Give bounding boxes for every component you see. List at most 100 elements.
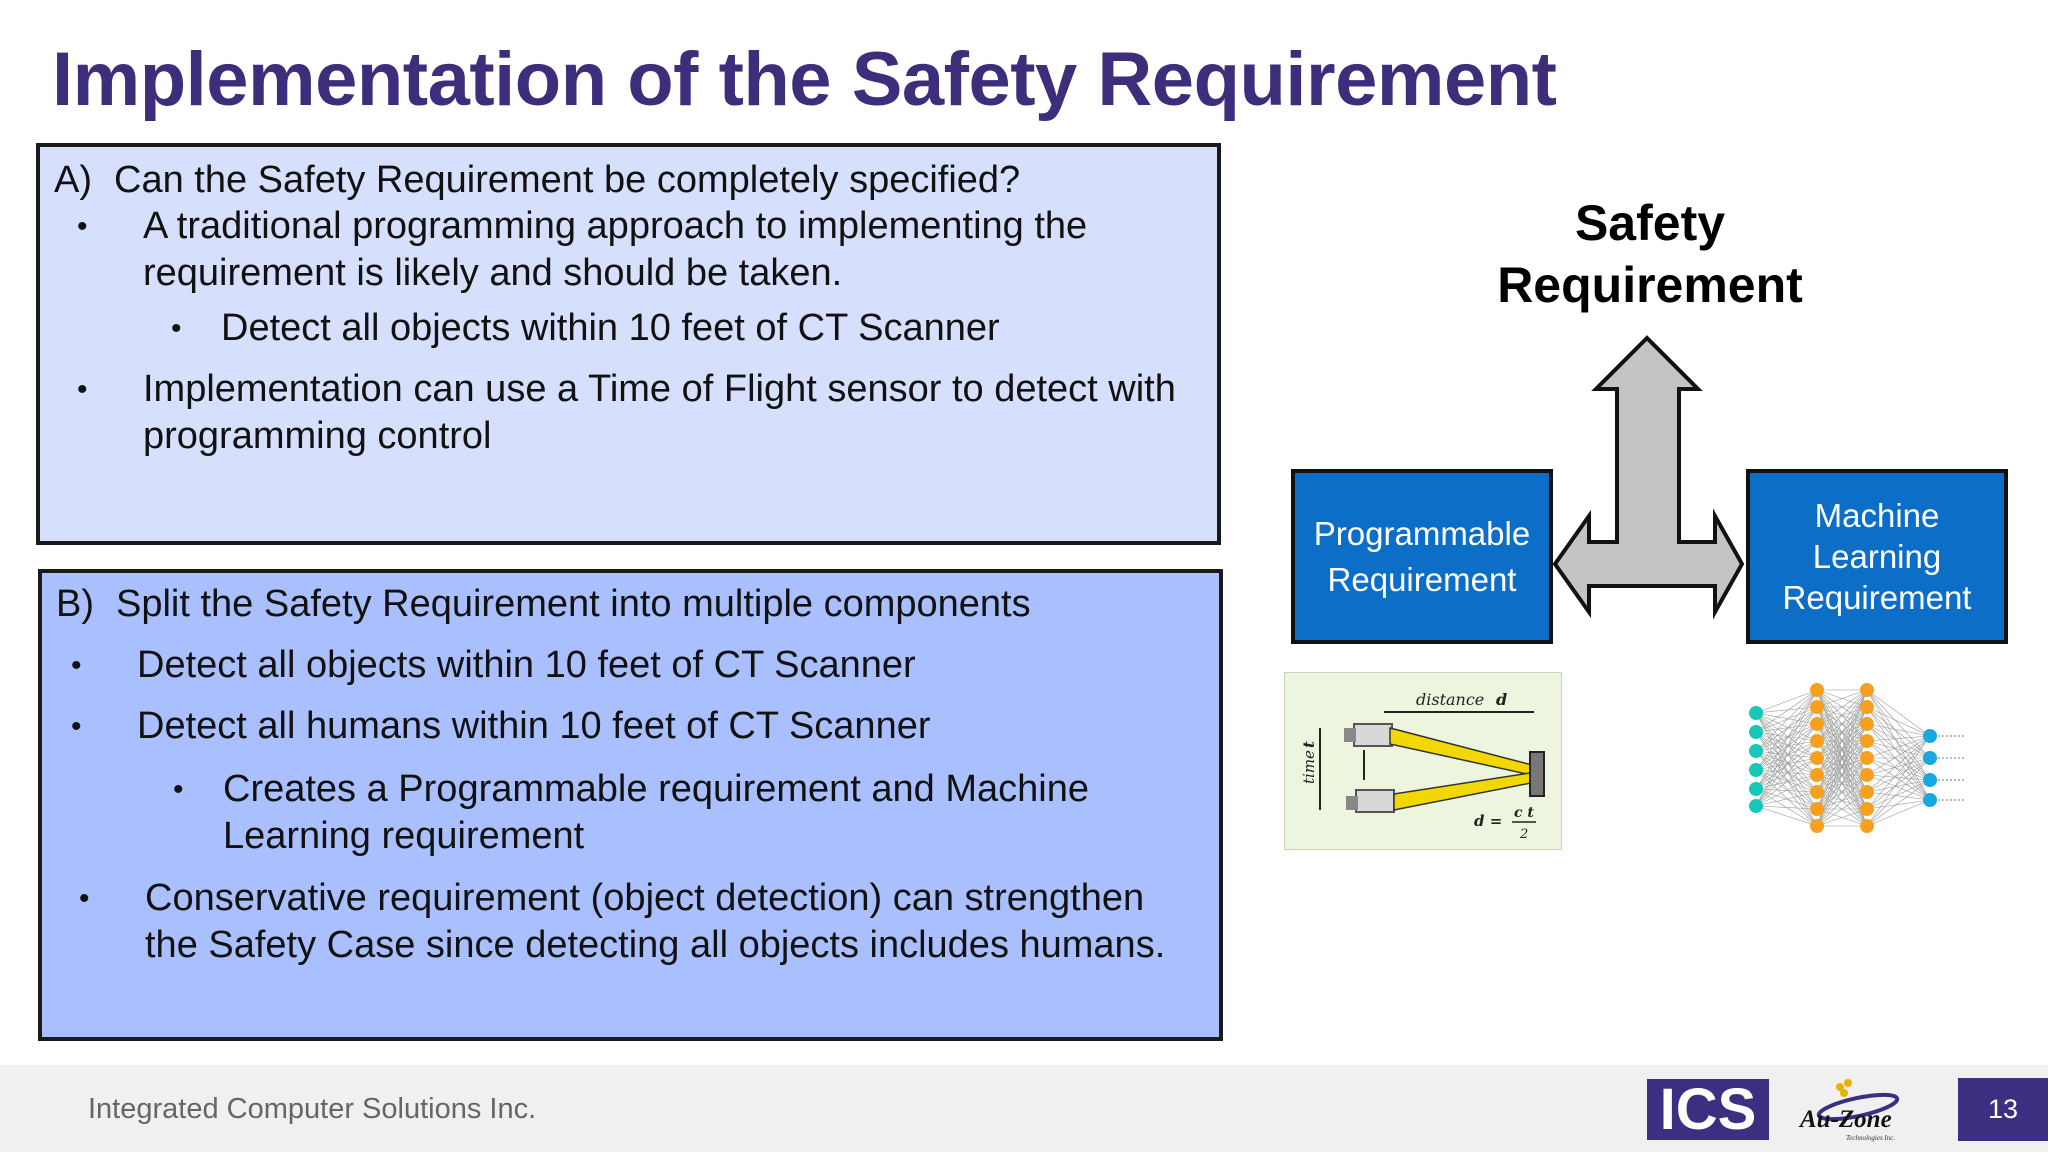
split-arrow-icon: [1552, 335, 1745, 620]
section-b-bullet-1: Detect all objects within 10 feet of CT …: [71, 642, 1197, 689]
nn-node: [1810, 683, 1824, 697]
nn-connection: [1866, 774, 1931, 781]
nn-connection: [1755, 712, 1818, 776]
ml-requirement-box: Machine Learning Requirement: [1746, 469, 2008, 644]
nn-connection: [1755, 712, 1818, 742]
nn-connection: [1866, 723, 1931, 759]
nn-node: [1923, 729, 1937, 743]
section-b-bullet-3: Conservative requirement (object detecti…: [79, 875, 1205, 969]
nn-connection: [1755, 712, 1818, 725]
nn-node: [1860, 734, 1874, 748]
nn-connection: [1866, 689, 1931, 781]
nn-connection: [1816, 689, 1868, 742]
nn-connection: [1866, 757, 1931, 801]
nn-connection: [1866, 791, 1931, 801]
nn-node: [1810, 717, 1824, 731]
nn-connection: [1755, 750, 1818, 827]
nn-connection: [1755, 757, 1818, 771]
nn-connection: [1755, 731, 1818, 742]
nn-connection: [1816, 757, 1868, 827]
nn-connection: [1866, 735, 1931, 759]
nn-connection: [1755, 689, 1818, 771]
nn-connection: [1755, 689, 1818, 807]
nn-connection: [1755, 750, 1818, 793]
nn-node: [1810, 802, 1824, 816]
nn-node: [1810, 734, 1824, 748]
nn-connection: [1866, 735, 1931, 810]
nn-node: [1749, 706, 1763, 720]
nn-connection: [1816, 740, 1868, 827]
nn-connection: [1866, 740, 1931, 801]
nn-connection: [1755, 769, 1818, 793]
nn-connection: [1866, 706, 1931, 737]
nn-connection: [1755, 706, 1818, 771]
auzone-logo-subtext: Technologies Inc.: [1846, 1134, 1895, 1142]
nn-node: [1749, 744, 1763, 758]
nn-connection: [1755, 740, 1818, 752]
nn-node: [1810, 819, 1824, 833]
nn-connection: [1866, 757, 1931, 827]
tof-time-label: time: [1300, 750, 1318, 784]
nn-connection: [1755, 774, 1818, 807]
nn-connection: [1816, 723, 1868, 827]
nn-connection: [1866, 799, 1931, 810]
nn-connection: [1816, 689, 1868, 725]
nn-node: [1860, 802, 1874, 816]
nn-connection: [1866, 735, 1931, 776]
nn-connection: [1816, 689, 1868, 810]
nn-connection: [1866, 735, 1931, 827]
nn-node: [1860, 819, 1874, 833]
nn-connection: [1755, 706, 1818, 733]
nn-connection: [1866, 735, 1931, 793]
section-a-subbullet-1: Detect all objects within 10 feet of CT …: [171, 305, 1201, 352]
nn-node: [1749, 725, 1763, 739]
nn-connection: [1755, 723, 1818, 733]
nn-connection: [1755, 750, 1818, 776]
nn-connection: [1755, 712, 1818, 759]
nn-connection: [1866, 757, 1931, 810]
nn-node: [1923, 793, 1937, 807]
programmable-requirement-box: Programmable Requirement: [1291, 469, 1553, 644]
nn-connection: [1755, 706, 1818, 714]
nn-connection: [1816, 791, 1868, 827]
nn-connection: [1816, 706, 1868, 827]
nn-node: [1860, 700, 1874, 714]
nn-connection: [1866, 706, 1931, 801]
nn-node: [1860, 751, 1874, 765]
section-a-box: A) Can the Safety Requirement be complete…: [36, 143, 1221, 545]
tof-formula-denominator: 2: [1519, 827, 1528, 842]
nn-connection: [1755, 769, 1818, 827]
nn-connection: [1755, 723, 1818, 807]
nn-connection: [1755, 689, 1818, 714]
nn-connection: [1816, 689, 1868, 708]
nn-connection: [1755, 731, 1818, 810]
tof-distance-label: distance: [1416, 690, 1484, 709]
nn-connection: [1755, 769, 1818, 776]
nn-connection: [1755, 731, 1818, 827]
nn-connection: [1866, 689, 1931, 759]
nn-connection: [1755, 712, 1818, 810]
nn-connection: [1755, 706, 1818, 752]
section-b-heading: B)Split the Safety Requirement into mult…: [56, 581, 1031, 628]
nn-connection: [1866, 689, 1931, 737]
nn-connection: [1866, 723, 1931, 737]
nn-connection: [1866, 757, 1931, 793]
nn-connection: [1816, 689, 1868, 759]
nn-node: [1810, 751, 1824, 765]
auzone-logo-text: Au-Zone: [1798, 1106, 1892, 1133]
nn-node: [1860, 683, 1874, 697]
nn-node: [1860, 785, 1874, 799]
nn-connection: [1866, 779, 1931, 810]
section-a-letter: A): [54, 159, 92, 201]
section-a-heading-text: Can the Safety Requirement be completely…: [114, 159, 1021, 201]
safety-requirement-label: Safety Requirement: [1497, 195, 1803, 313]
nn-node: [1749, 763, 1763, 777]
tof-time-var: t: [1300, 741, 1318, 748]
nn-connection: [1866, 779, 1931, 793]
tof-distance-var: d: [1496, 690, 1507, 709]
nn-connection: [1755, 689, 1818, 752]
nn-connection: [1755, 712, 1818, 827]
nn-connection: [1866, 723, 1931, 781]
nn-connection: [1816, 774, 1868, 827]
nn-connection: [1816, 689, 1868, 776]
